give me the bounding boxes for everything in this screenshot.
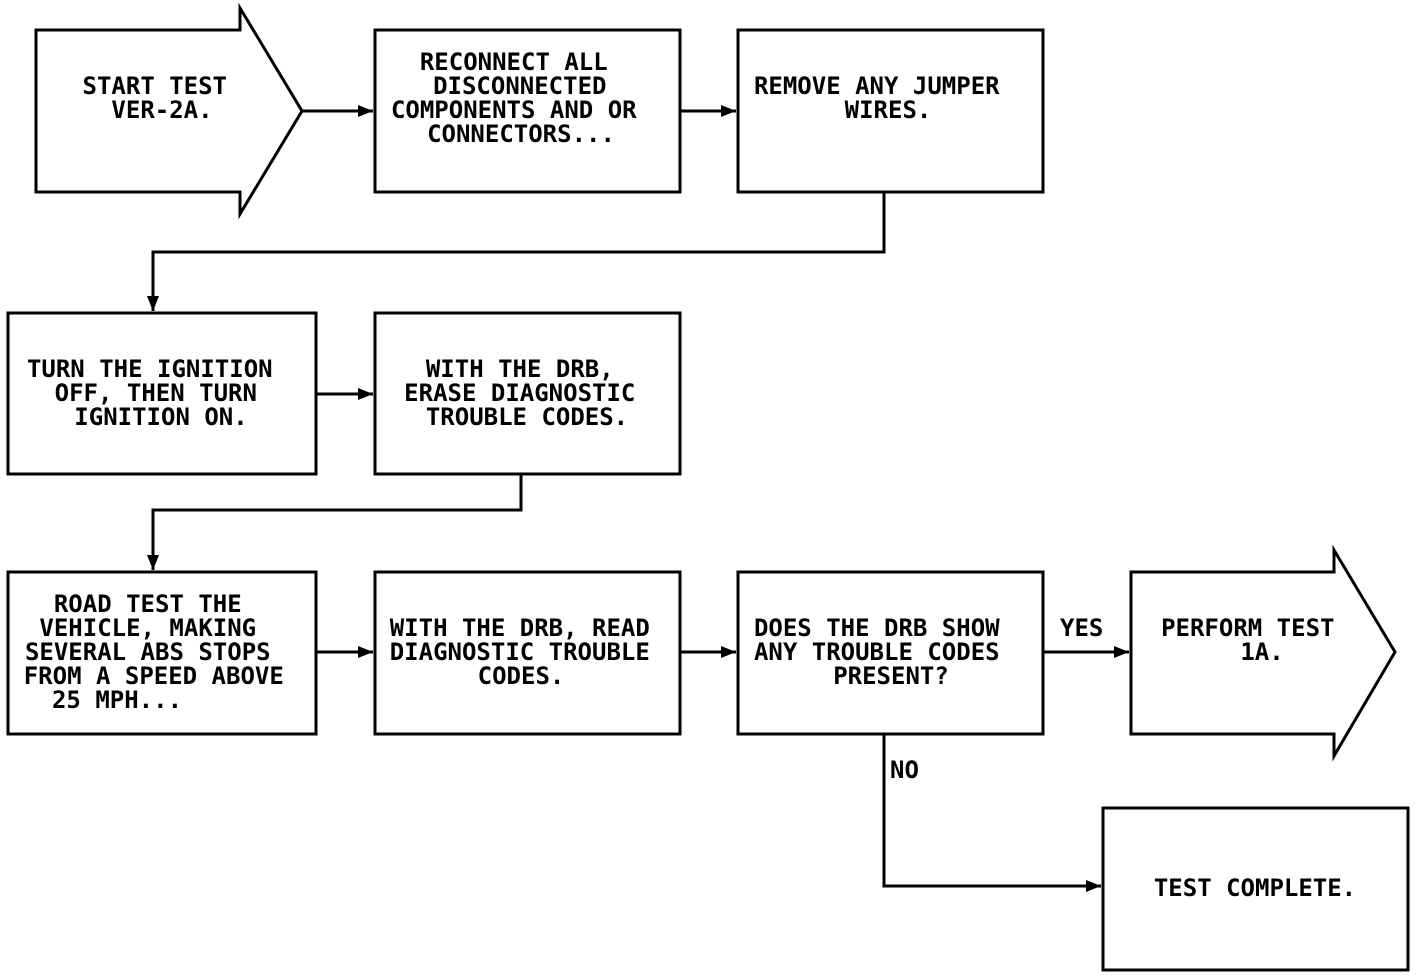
test-complete-node: TEST COMPLETE. [1101, 806, 1410, 972]
read-codes-node-text: WITH THE DRB, READ DIAGNOSTIC TROUBLE CO… [390, 614, 665, 690]
start-line: VER-2A. [111, 96, 212, 124]
read-codes-line: WITH THE DRB, READ [390, 614, 650, 642]
test-complete-line: TEST COMPLETE. [1154, 874, 1356, 902]
ignition-node-text: TURN THE IGNITION OFF, THEN TURN IGNITIO… [27, 355, 287, 431]
read-codes-line: CODES. [478, 662, 565, 690]
perform-test-line: 1A. [1240, 638, 1283, 666]
remove-jumpers-line: WIRES. [845, 96, 932, 124]
decision-node-text: DOES THE DRB SHOW ANY TROUBLE CODES PRES… [754, 614, 1014, 690]
ignition-line: TURN THE IGNITION [27, 355, 273, 383]
start-node: START TEST VER-2A. [34, 2, 304, 220]
decision-line: DOES THE DRB SHOW [754, 614, 1000, 642]
start-node-text: START TEST VER-2A. [83, 72, 242, 124]
perform-test-line: PERFORM TEST [1161, 614, 1334, 642]
remove-jumpers-node: REMOVE ANY JUMPER WIRES. [736, 28, 1045, 194]
road-test-line: FROM A SPEED ABOVE [24, 662, 284, 690]
road-test-line: SEVERAL ABS STOPS [25, 638, 271, 666]
reconnect-line: DISCONNECTED [433, 72, 606, 100]
ignition-line: OFF, THEN TURN [55, 379, 257, 407]
read-codes-line: DIAGNOSTIC TROUBLE [390, 638, 650, 666]
connector-remove-jumpers-to-ignition [147, 192, 886, 311]
no-label: NO [890, 756, 919, 784]
test-complete-node-text: TEST COMPLETE. [1154, 874, 1356, 902]
road-test-line: VEHICLE, MAKING [39, 614, 256, 642]
road-test-line: ROAD TEST THE [54, 590, 242, 618]
decision-line: PRESENT? [833, 662, 949, 690]
yes-label: YES [1060, 614, 1103, 642]
remove-jumpers-line: REMOVE ANY JUMPER [754, 72, 1000, 100]
erase-codes-line: TROUBLE CODES. [426, 403, 628, 431]
ignition-node: TURN THE IGNITION OFF, THEN TURN IGNITIO… [6, 311, 318, 476]
read-codes-node: WITH THE DRB, READ DIAGNOSTIC TROUBLE CO… [373, 570, 682, 736]
road-test-node: ROAD TEST THE VEHICLE, MAKING SEVERAL AB… [6, 570, 318, 736]
reconnect-line: RECONNECT ALL [420, 48, 608, 76]
ignition-line: IGNITION ON. [74, 403, 247, 431]
erase-codes-node: WITH THE DRB, ERASE DIAGNOSTIC TROUBLE C… [373, 311, 682, 476]
road-test-node-text: ROAD TEST THE VEHICLE, MAKING SEVERAL AB… [24, 590, 299, 714]
erase-codes-line: WITH THE DRB, [426, 355, 614, 383]
start-line: START TEST [83, 72, 228, 100]
reconnect-line: CONNECTORS... [427, 120, 615, 148]
reconnect-node: RECONNECT ALL DISCONNECTED COMPONENTS AN… [373, 28, 682, 194]
reconnect-node-text: RECONNECT ALL DISCONNECTED COMPONENTS AN… [391, 48, 651, 148]
connector-erase-codes-to-road-test [147, 474, 523, 570]
erase-codes-line: ERASE DIAGNOSTIC [404, 379, 635, 407]
decision-line: ANY TROUBLE CODES [754, 638, 1000, 666]
reconnect-line: COMPONENTS AND OR [391, 96, 637, 124]
decision-node: DOES THE DRB SHOW ANY TROUBLE CODES PRES… [736, 570, 1045, 736]
connector-decision-no [882, 734, 1101, 892]
remove-jumpers-node-text: REMOVE ANY JUMPER WIRES. [754, 72, 1014, 124]
perform-test-node: PERFORM TEST 1A. [1129, 544, 1397, 762]
road-test-line: 25 MPH... [52, 686, 182, 714]
perform-test-node-text: PERFORM TEST 1A. [1161, 614, 1349, 666]
erase-codes-node-text: WITH THE DRB, ERASE DIAGNOSTIC TROUBLE C… [404, 355, 650, 431]
